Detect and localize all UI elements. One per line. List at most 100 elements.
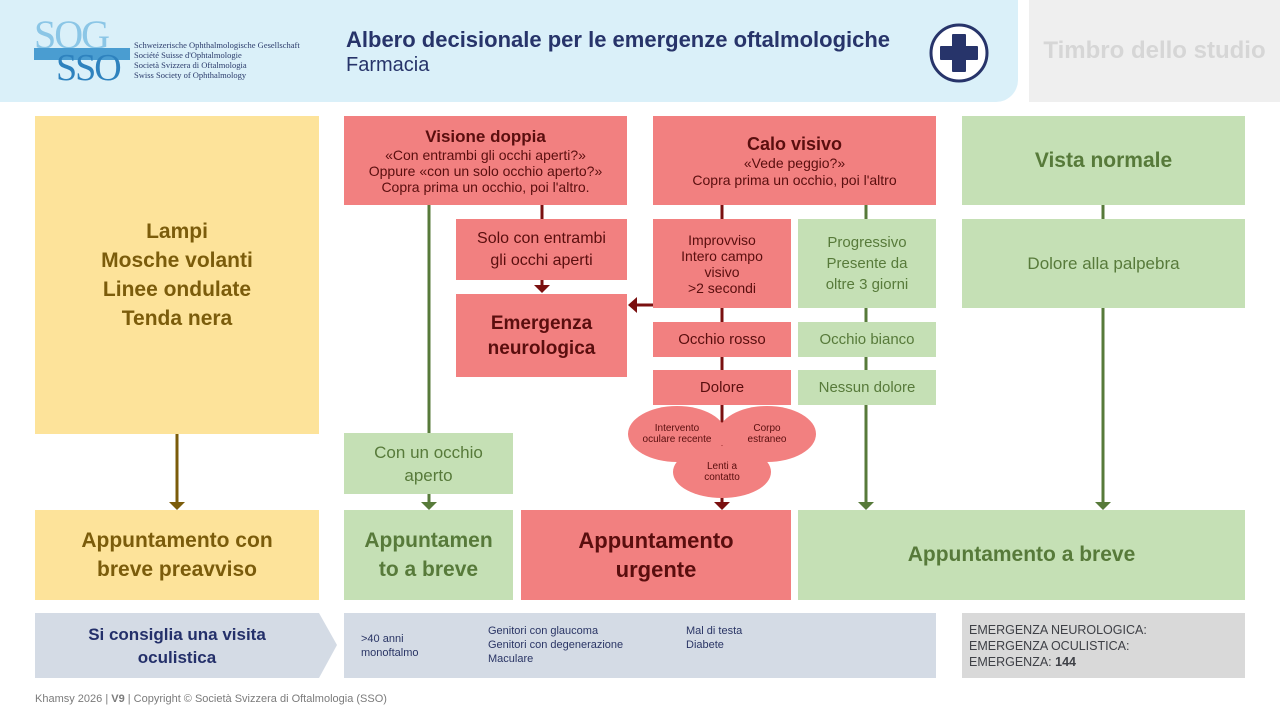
risk-col-3: Mal di testa Diabete [686, 624, 742, 652]
medical-cross-icon [929, 23, 989, 83]
society-names: Schweizerische Ophthalmologische Gesells… [134, 40, 334, 80]
appuntamento-urgente-box: Appuntamento urgente [521, 510, 791, 600]
recommend-arrow: Si consiglia una visita oculistica [35, 613, 337, 678]
solo-entrambi-line: Solo con entrambi [477, 229, 606, 247]
corpo-line: Corpo [753, 423, 781, 434]
nessun-dolore-label: Nessun dolore [818, 379, 916, 396]
risk-item: Maculare [488, 653, 534, 665]
occhio-rosso-label: Occhio rosso [678, 331, 766, 348]
lampi-line: Lampi [146, 220, 208, 243]
breve-large-label: Appuntamento a breve [907, 543, 1136, 566]
occhio-bianco-label: Occhio bianco [819, 331, 915, 348]
page-subtitle: Farmacia [346, 54, 430, 76]
improvviso-line: >2 secondi [687, 279, 757, 296]
progressivo-line: Progressivo [827, 234, 907, 251]
con-un-occhio-line: aperto [404, 465, 453, 485]
visione-doppia-title: Visione doppia [425, 126, 546, 146]
stamp-area: Timbro dello studio [1029, 0, 1280, 102]
tenda-line: Tenda nera [121, 307, 233, 330]
logo-bottom-text: SSO [56, 47, 122, 89]
solo-entrambi-box: Solo con entrambi gli occhi aperti [456, 219, 627, 280]
risk-item: >40 anni [361, 633, 404, 645]
corpo-line: estraneo [747, 434, 787, 445]
recommend-line: Si consiglia una visita [88, 624, 266, 644]
emergency-general-line: EMERGENZA: 144 [969, 654, 1245, 670]
risk-col-1: >40 anni monoftalmo [361, 632, 418, 660]
appuntamento-breve-large-box: Appuntamento a breve [798, 510, 1245, 600]
occhio-bianco-box: Occhio bianco [798, 322, 936, 357]
calo-visivo-line: Copra prima un occhio, poi l'altro [692, 171, 897, 188]
urgente-line: urgente [615, 557, 697, 582]
logo-bar [34, 48, 130, 60]
recommend-line: oculistica [137, 647, 217, 667]
risk-item: Diabete [686, 639, 724, 651]
logo-top-text: SOG [34, 12, 110, 57]
footer: Khamsy 2026 | V9 | Copyright © Società S… [35, 693, 387, 705]
header-band [0, 0, 1018, 102]
linee-line: Linee ondulate [102, 278, 252, 301]
emergency-ocul-line: EMERGENZA OCULISTICA: [969, 639, 1130, 653]
breve-small-line: Appuntamen [364, 529, 493, 552]
emergency-numbers-box: EMERGENZA NEUROLOGICA: EMERGENZA OCULIST… [962, 613, 1245, 678]
emergenza-neuro-line: neurologica [487, 337, 596, 359]
con-un-occhio-line: Con un occhio [374, 442, 483, 462]
appuntamento-preavviso-box: Appuntamento con breve preavviso [35, 510, 319, 600]
risk-item: Mal di testa [686, 625, 743, 637]
progressivo-box: Progressivo Presente da oltre 3 giorni [798, 219, 936, 308]
page-title: Albero decisionale per le emergenze ofta… [346, 27, 891, 52]
occhio-rosso-box: Occhio rosso [653, 322, 791, 357]
recommend-arrow-shape [35, 613, 337, 678]
emergenza-neurologica-box: Emergenza neurologica [456, 294, 627, 377]
risk-item: Genitori con degenerazione [488, 639, 624, 651]
society-name-de: Schweizerische Ophthalmologische Gesells… [134, 40, 300, 50]
nessun-dolore-box: Nessun dolore [798, 370, 936, 405]
emergency-neuro-line: EMERGENZA NEUROLOGICA: [969, 623, 1147, 637]
mosche-line: Mosche volanti [101, 249, 253, 272]
vista-normale-label: Vista normale [1034, 148, 1173, 172]
progressivo-line: Presente da [826, 255, 908, 272]
emergenza-neuro-line: Emergenza [490, 312, 593, 334]
calo-visivo-line: «Vede peggio?» [743, 154, 846, 171]
intervento-line: Intervento [654, 423, 700, 434]
lenti-line: Lenti a [706, 461, 738, 472]
appuntamento-breve-small-box: Appuntamen to a breve [344, 510, 513, 600]
preavviso-line: breve preavviso [97, 558, 257, 581]
sso-logo: SOG SSO [34, 12, 130, 89]
urgente-line: Appuntamento [578, 528, 734, 553]
risk-item: Genitori con glaucoma [488, 625, 599, 637]
con-un-occhio-box: Con un occhio aperto [344, 433, 513, 494]
improvviso-line: Improvviso [688, 231, 756, 248]
risk-factors-box: >40 anni monoftalmo Genitori con glaucom… [344, 613, 936, 678]
stamp-label: Timbro dello studio [1043, 37, 1266, 64]
society-name-it: Società Svizzera di Oftalmologia [134, 60, 247, 70]
vista-normale-box: Vista normale [962, 116, 1245, 205]
visione-doppia-line: Oppure «con un solo occhio aperto?» [368, 162, 603, 179]
preavviso-line: Appuntamento con [81, 529, 273, 552]
improvviso-line: visivo [704, 263, 740, 280]
calo-visivo-title: Calo visivo [746, 133, 843, 154]
society-name-en: Swiss Society of Ophthalmology [134, 70, 247, 80]
emergency-number: 144 [1055, 655, 1076, 669]
visione-doppia-line: Copra prima un occhio, poi l'altro. [381, 178, 590, 195]
calo-visivo-box: Calo visivo «Vede peggio?» Copra prima u… [653, 116, 936, 205]
breve-small-line: to a breve [378, 558, 479, 581]
footer-copyright: | Copyright © Società Svizzera di Oftalm… [124, 693, 387, 705]
dolore-box: Dolore [653, 370, 791, 405]
risk-col-2: Genitori con glaucoma Genitori con degen… [488, 624, 623, 666]
footer-version: V9 [111, 693, 125, 705]
improvviso-line: Intero campo [681, 247, 763, 264]
visione-doppia-line: «Con entrambi gli occhi aperti?» [385, 146, 586, 163]
lampi-box: Lampi Mosche volanti Linee ondulate Tend… [35, 116, 319, 434]
footer-author: Khamsy 2026 | [35, 693, 112, 705]
risk-item: monoftalmo [361, 647, 419, 659]
visione-doppia-box: Visione doppia «Con entrambi gli occhi a… [344, 116, 627, 205]
lenti-contatto-ellipse: Lenti a contatto [673, 446, 771, 498]
emergency-general-label: EMERGENZA: [969, 655, 1052, 669]
dolore-palpebra-box: Dolore alla palpebra [962, 219, 1245, 308]
dolore-palpebra-label: Dolore alla palpebra [1027, 253, 1180, 273]
progressivo-line: oltre 3 giorni [825, 276, 909, 293]
dolore-label: Dolore [699, 379, 745, 396]
solo-entrambi-line: gli occhi aperti [490, 251, 593, 269]
lenti-line: contatto [704, 472, 740, 483]
intervento-line: oculare recente [642, 434, 712, 445]
